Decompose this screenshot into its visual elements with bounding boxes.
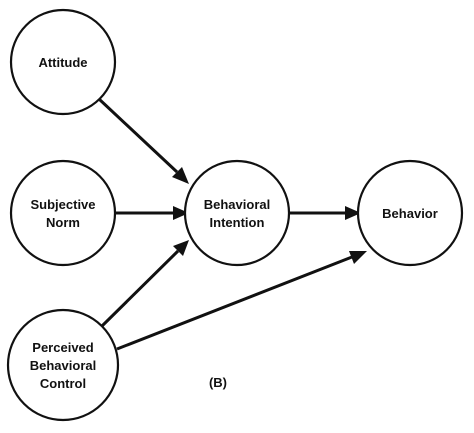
edge-norm-to-intention xyxy=(116,206,189,220)
node-perceived-behavioral-control-label-line1: Perceived xyxy=(32,340,93,355)
node-attitude-label: Attitude xyxy=(38,55,87,70)
node-perceived-behavioral-control: Perceived Behavioral Control xyxy=(6,308,120,422)
node-subjective-norm: Subjective Norm xyxy=(9,159,117,267)
edge-attitude-to-intention xyxy=(97,97,189,184)
edge-control-to-behavior xyxy=(116,251,367,351)
node-subjective-norm-label-line2: Norm xyxy=(46,215,80,230)
node-subjective-norm-label-line1: Subjective xyxy=(30,197,95,212)
node-behavioral-intention-label-line1: Behavioral xyxy=(204,197,270,212)
node-attitude: Attitude xyxy=(9,8,117,116)
node-behavioral-intention-label-line2: Intention xyxy=(210,215,265,230)
edge-control-to-intention xyxy=(100,240,189,328)
node-behavior: Behavior xyxy=(356,159,464,267)
figure-caption: (B) xyxy=(209,375,227,390)
node-perceived-behavioral-control-label-line2: Behavioral xyxy=(30,358,96,373)
node-behavior-label: Behavior xyxy=(382,206,438,221)
node-perceived-behavioral-control-label-line3: Control xyxy=(40,376,86,391)
node-behavioral-intention: Behavioral Intention xyxy=(183,159,291,267)
